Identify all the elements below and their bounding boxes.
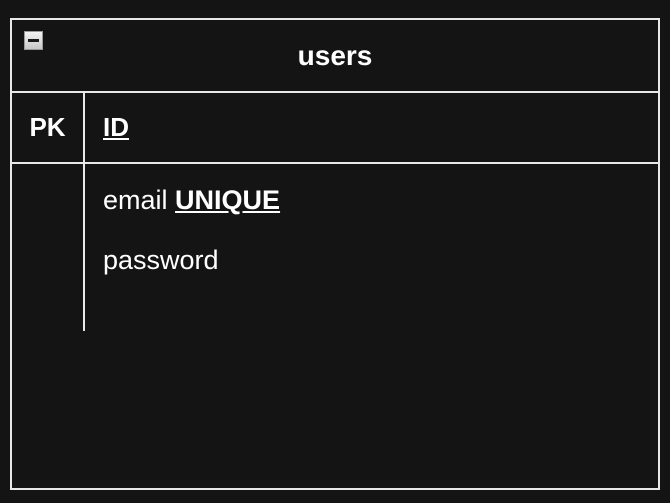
pk-divider: [12, 162, 658, 164]
minus-glyph: [28, 39, 39, 42]
pk-field-name: ID: [103, 112, 129, 142]
entity-users[interactable]: users PK ID email UNIQUE password: [10, 18, 660, 490]
entity-title: users: [297, 40, 373, 71]
attribute-email: email UNIQUE: [103, 183, 280, 217]
attribute-password: password: [103, 243, 219, 277]
key-column-divider: [83, 93, 85, 331]
header-divider: [12, 91, 658, 93]
collapse-icon[interactable]: [24, 31, 43, 50]
attribute-name: email: [103, 185, 168, 215]
unique-modifier: UNIQUE: [175, 185, 281, 215]
attribute-name: password: [103, 245, 219, 275]
pk-label: PK: [29, 112, 66, 142]
